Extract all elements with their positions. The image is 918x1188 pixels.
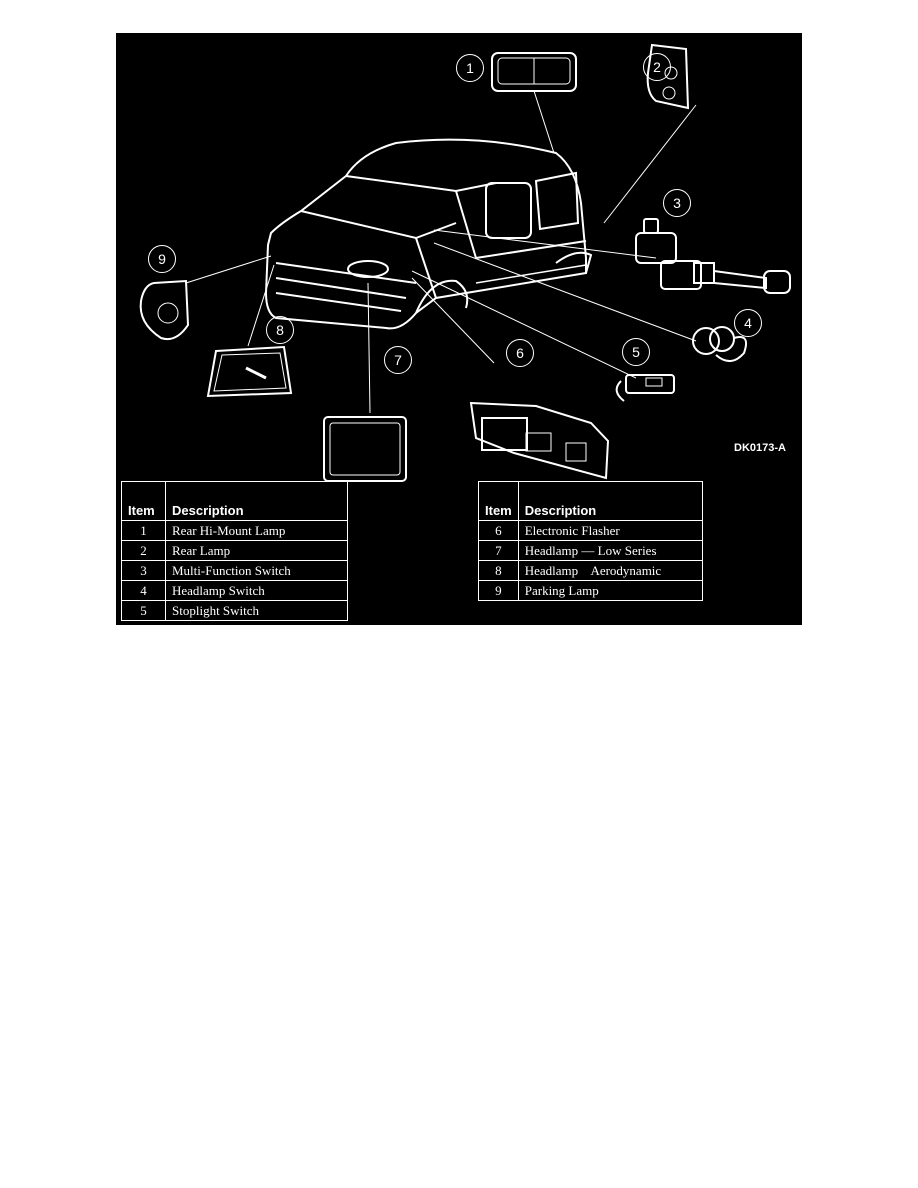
item-description: Headlamp Switch <box>165 580 348 601</box>
electronic-flasher-icon <box>469 401 610 480</box>
item-number: 4 <box>121 580 166 601</box>
headlamp-aerodynamic-icon <box>206 345 293 398</box>
callout-1: 1 <box>456 54 484 82</box>
figure-id: DK0173-A <box>734 442 786 454</box>
item-description: Parking Lamp <box>517 580 704 601</box>
header-item: Item <box>121 481 166 521</box>
item-description: Stoplight Switch <box>165 600 348 621</box>
table-row: 9 Parking Lamp <box>478 580 704 601</box>
table-row: 3 Multi-Function Switch <box>121 560 348 581</box>
item-number: 5 <box>121 600 166 621</box>
leader-lines <box>185 90 697 414</box>
illustration-panel: 1 2 3 4 5 6 7 8 9 DK0173-A Item Descript… <box>116 33 802 625</box>
item-description: Rear Hi-Mount Lamp <box>165 520 348 541</box>
item-description: Headlamp Aerodynamic <box>517 560 704 581</box>
legend-table-left: Item Description 1 Rear Hi-Mount Lamp 2 … <box>121 481 348 621</box>
callout-3: 3 <box>663 189 691 217</box>
item-number: 1 <box>121 520 166 541</box>
item-description: Electronic Flasher <box>517 520 704 541</box>
legend-header-row: Item Description <box>121 481 348 521</box>
parking-lamp-icon <box>139 279 190 341</box>
table-row: 4 Headlamp Switch <box>121 580 348 601</box>
stoplight-switch-icon <box>615 374 675 402</box>
table-row: 1 Rear Hi-Mount Lamp <box>121 520 348 541</box>
headlamp-switch-icon <box>692 326 747 362</box>
item-description: Rear Lamp <box>165 540 348 561</box>
header-description: Description <box>165 481 348 521</box>
rear-hi-mount-lamp-icon <box>491 52 577 92</box>
item-number: 9 <box>478 580 519 601</box>
table-row: 7 Headlamp — Low Series <box>478 540 704 561</box>
item-description: Multi-Function Switch <box>165 560 348 581</box>
item-number: 7 <box>478 540 519 561</box>
legend-table-right: Item Description 6 Electronic Flasher 7 … <box>478 481 704 601</box>
headlamp-low-series-icon <box>323 416 407 482</box>
item-number: 8 <box>478 560 519 581</box>
callout-5: 5 <box>622 338 650 366</box>
item-number: 2 <box>121 540 166 561</box>
multi-function-switch-icon <box>635 218 791 294</box>
callout-2: 2 <box>643 53 671 81</box>
van-lighting-diagram <box>139 43 791 482</box>
table-row: 5 Stoplight Switch <box>121 600 348 621</box>
item-description: Headlamp — Low Series <box>517 540 704 561</box>
callout-7: 7 <box>384 346 412 374</box>
van-outline-icon <box>264 138 593 330</box>
item-number: 6 <box>478 520 519 541</box>
header-description: Description <box>517 481 704 521</box>
item-number: 3 <box>121 560 166 581</box>
table-row: 2 Rear Lamp <box>121 540 348 561</box>
callout-6: 6 <box>506 339 534 367</box>
callout-8: 8 <box>266 316 294 344</box>
table-row: 6 Electronic Flasher <box>478 520 704 541</box>
header-item: Item <box>478 481 519 521</box>
legend-header-row: Item Description <box>478 481 704 521</box>
table-row: 8 Headlamp Aerodynamic <box>478 560 704 581</box>
callout-9: 9 <box>148 245 176 273</box>
callout-4: 4 <box>734 309 762 337</box>
